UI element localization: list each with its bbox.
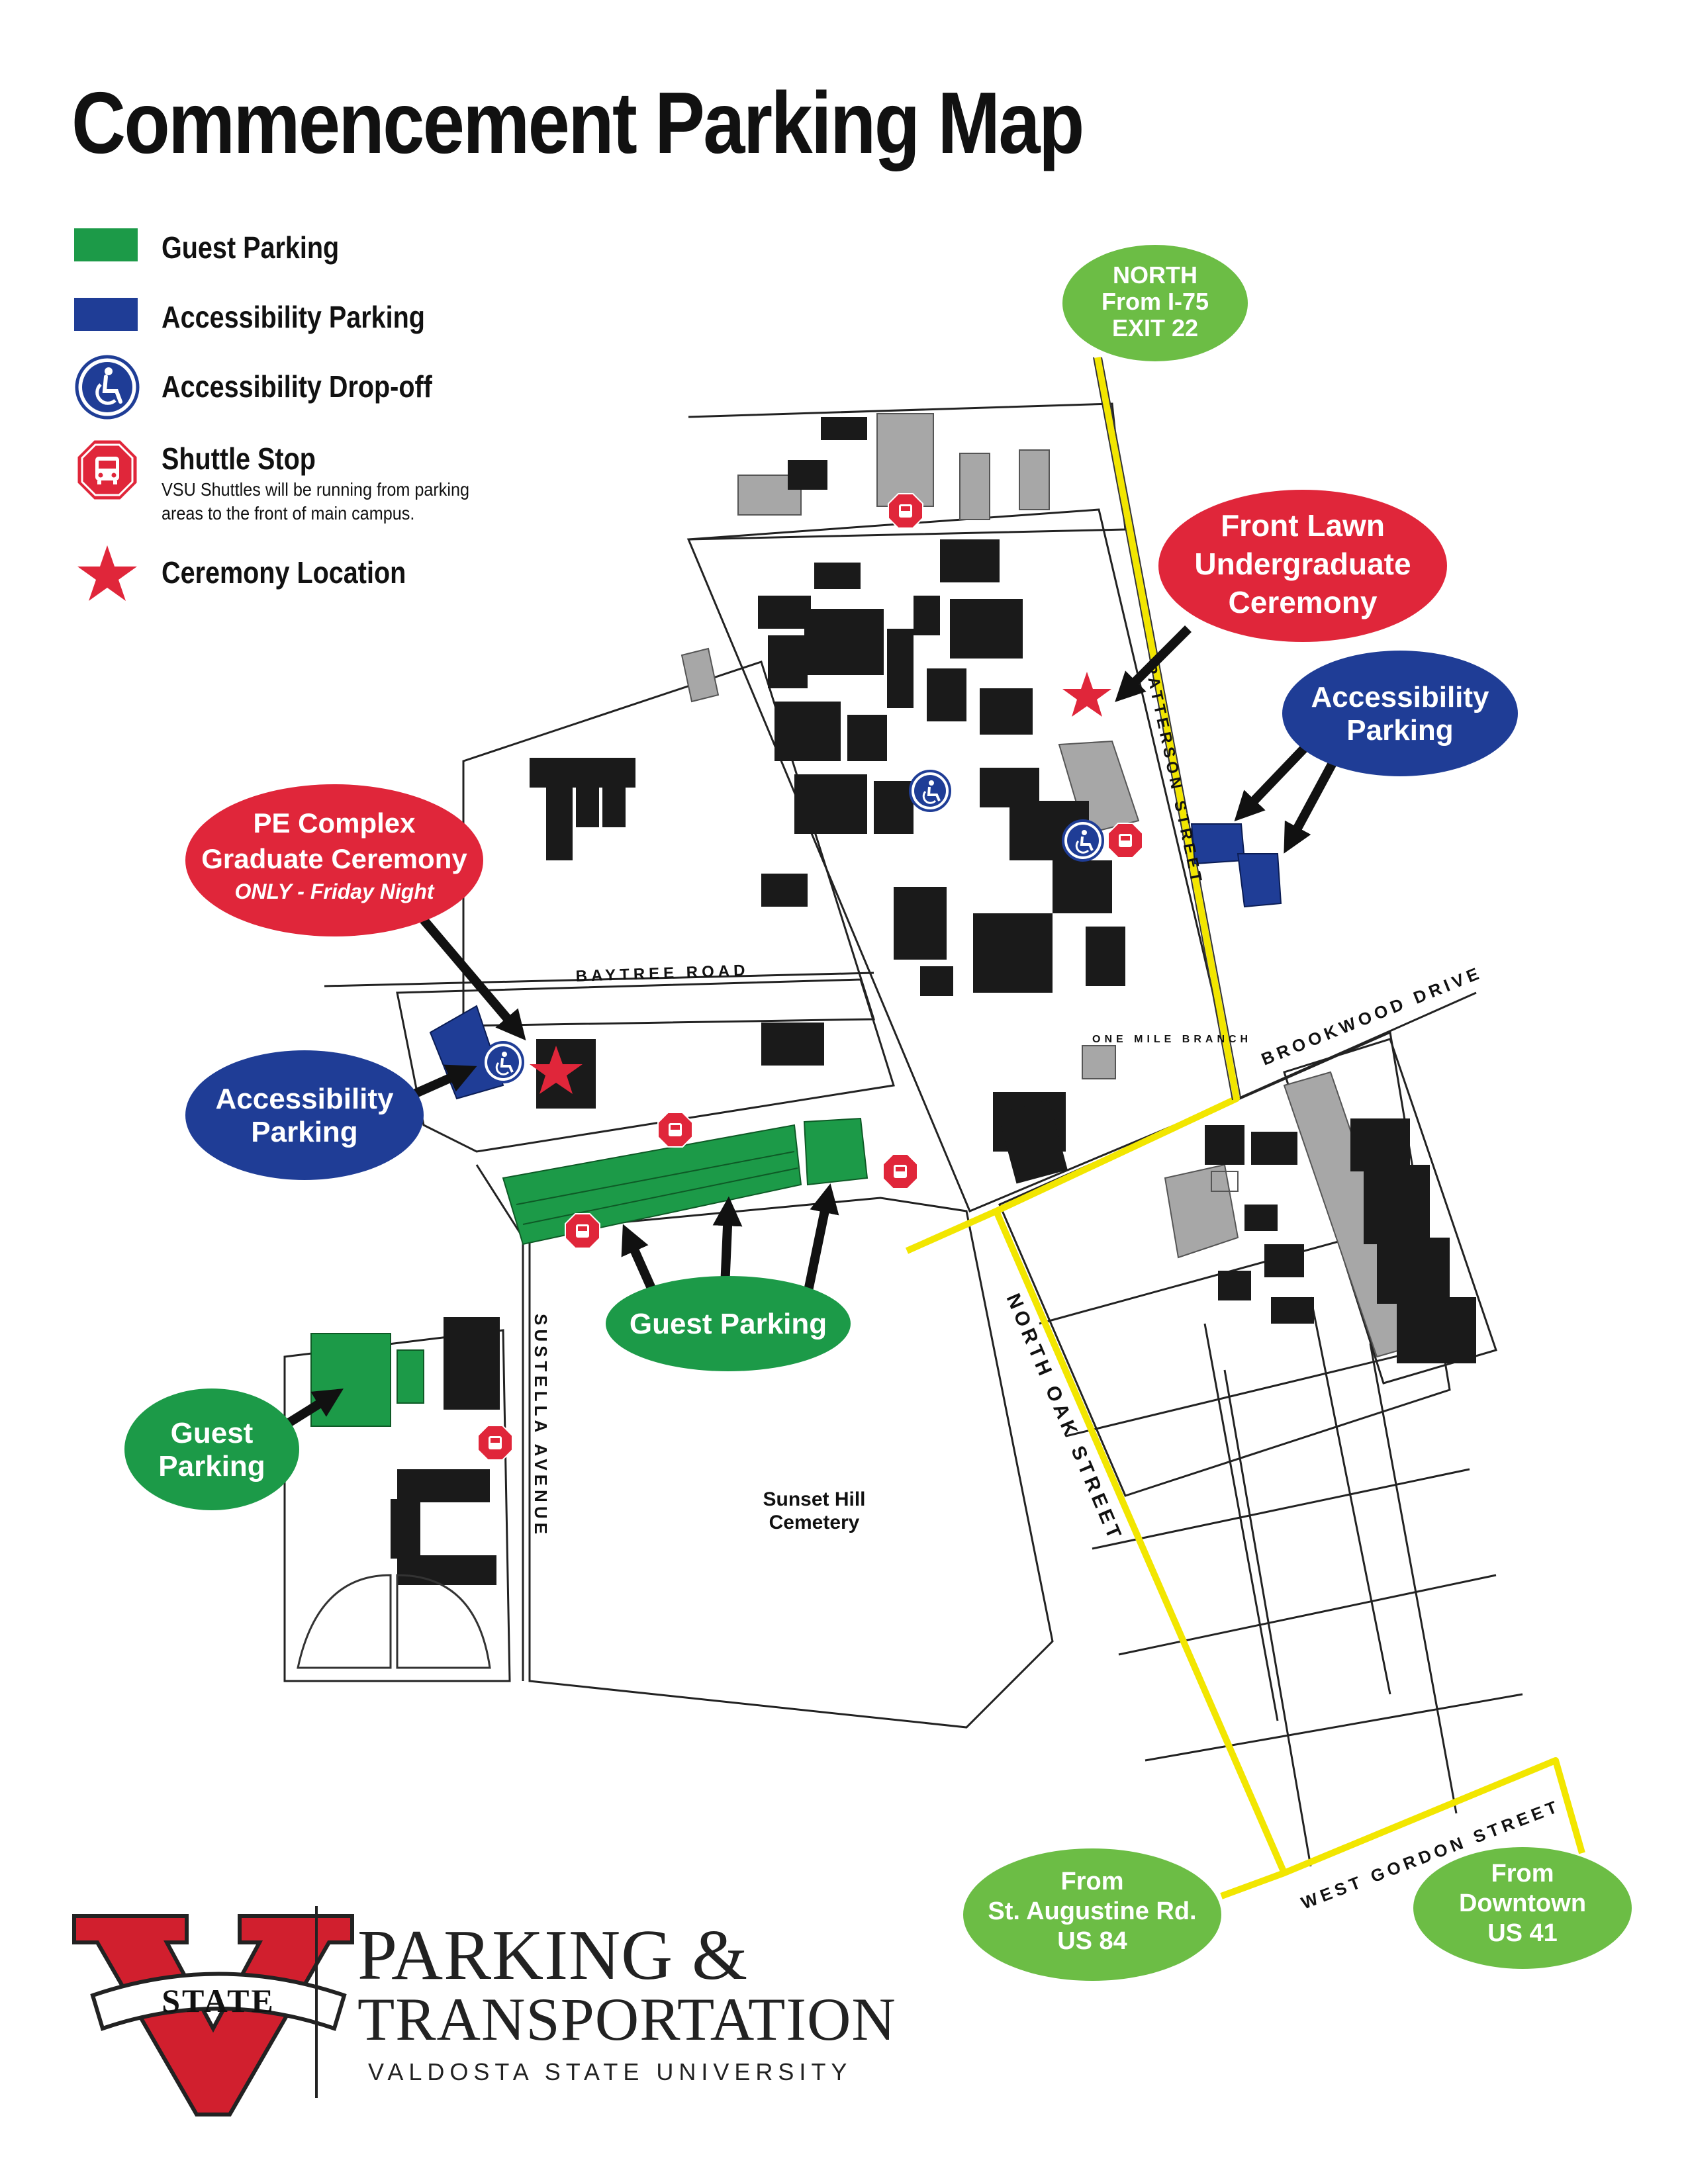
guest-lot-east	[803, 1117, 868, 1186]
shuttle-stop-icon	[888, 493, 923, 529]
accessibility-parking-swatch	[74, 298, 138, 331]
street-label-one-mile: ONE MILE BRANCH	[1092, 1034, 1252, 1045]
page-title: Commencement Parking Map	[71, 74, 1084, 171]
street-label-brookwood: BROOKWOOD DRIVE	[1258, 962, 1485, 1069]
wheelchair-icon	[1062, 819, 1104, 862]
legend-label: Accessibility Drop-off	[162, 369, 432, 404]
route-borders	[1093, 357, 1241, 1101]
street-label-baytree: BAYTREE ROAD	[575, 962, 749, 985]
svg-text:STATE: STATE	[162, 1982, 275, 2019]
svg-text:Parking: Parking	[251, 1116, 357, 1148]
parking-wordmark: PARKING &	[357, 1916, 749, 1995]
svg-text:Parking: Parking	[1346, 714, 1453, 747]
street-label-patterson: PATTERSON STREET	[1141, 662, 1205, 887]
callout-front-lawn: Front Lawn Undergraduate Ceremony	[1158, 490, 1447, 642]
east-grid-lines	[1039, 1230, 1523, 1867]
svg-text:Accessibility: Accessibility	[215, 1083, 394, 1115]
cemetery-label: Sunset Hill	[763, 1488, 865, 1510]
wheelchair-icon	[75, 355, 140, 420]
shuttle-stop-icon	[477, 1425, 513, 1461]
shuttle-stop-icon	[657, 1112, 693, 1148]
guest-lot-rows	[516, 1151, 798, 1225]
star-icon	[77, 545, 137, 601]
legend-label: Guest Parking	[162, 230, 340, 265]
cemetery-block	[528, 1197, 1054, 1729]
svg-text:Ceremony: Ceremony	[1229, 585, 1378, 619]
footer-divider	[315, 1906, 318, 2098]
guest-parking-swatch	[74, 228, 138, 261]
ceremony-star-front-lawn	[1062, 672, 1111, 717]
callout-guest-main: Guest Parking	[606, 1276, 851, 1371]
guest-lot-west-strip	[397, 1349, 424, 1404]
svg-text:Undergraduate: Undergraduate	[1194, 547, 1411, 581]
callout-accessibility-west: Accessibility Parking	[185, 1050, 424, 1180]
ceremony-star-pe-complex	[530, 1046, 583, 1094]
shuttle-stop-icon	[882, 1154, 918, 1189]
svg-text:Guest Parking: Guest Parking	[630, 1308, 827, 1340]
svg-text:EXIT 22: EXIT 22	[1112, 314, 1198, 341]
direction-st-augustine: From St. Augustine Rd. US 84	[963, 1848, 1221, 1981]
direction-north: NORTH From I-75 EXIT 22	[1062, 245, 1248, 361]
svg-text:Accessibility: Accessibility	[1311, 681, 1489, 713]
svg-text:ONLY - Friday Night: ONLY - Friday Night	[234, 880, 434, 903]
patterson-route	[905, 357, 1240, 1254]
street-label-sustella: SUSTELLA AVENUE	[531, 1314, 551, 1538]
wheelchair-icon	[482, 1041, 524, 1083]
legend-label: Accessibility Parking	[162, 300, 425, 334]
north-oak-route	[993, 1210, 1585, 1876]
legend-note: VSU Shuttles will be running from parkin…	[162, 479, 470, 523]
baytree-road	[324, 972, 874, 987]
legend-label: Shuttle Stop	[162, 441, 316, 476]
vsu-logo: STATE	[72, 1914, 354, 2116]
svg-text:Parking: Parking	[158, 1450, 265, 1482]
svg-text:From: From	[1061, 1868, 1124, 1895]
legend-label: Ceremony Location	[162, 555, 406, 590]
svg-text:US 84: US 84	[1057, 1927, 1127, 1955]
shuttle-stop-icon	[1107, 823, 1143, 858]
svg-text:Downtown: Downtown	[1459, 1889, 1586, 1917]
street-label-north-oak: NORTH OAK STREET	[1002, 1291, 1127, 1545]
svg-text:From I-75: From I-75	[1102, 288, 1209, 315]
svg-text:Front Lawn: Front Lawn	[1221, 508, 1385, 543]
svg-text:Graduate Ceremony: Graduate Ceremony	[201, 843, 467, 874]
transportation-wordmark: TRANSPORTATION	[357, 1985, 896, 2053]
shuttle-stop-icon	[75, 438, 139, 502]
university-name: VALDOSTA STATE UNIVERSITY	[368, 2058, 853, 2085]
callout-pe-complex: PE Complex Graduate Ceremony ONLY - Frid…	[185, 784, 483, 936]
access-lot-east-2	[1237, 853, 1282, 908]
direction-downtown: From Downtown US 41	[1413, 1847, 1632, 1969]
guest-parking-lots	[310, 1117, 868, 1427]
svg-text:PE Complex: PE Complex	[253, 807, 416, 839]
street-network	[283, 402, 1523, 1867]
wheelchair-icon	[909, 770, 951, 812]
shuttle-stop-icon	[565, 1213, 600, 1249]
callout-accessibility-east: Accessibility Parking	[1282, 651, 1518, 776]
svg-text:St. Augustine Rd.: St. Augustine Rd.	[988, 1897, 1196, 1925]
southwest-block	[283, 1329, 511, 1682]
east-grid	[998, 1030, 1451, 1497]
svg-text:US 41: US 41	[1487, 1919, 1558, 1947]
guest-lot-west	[310, 1333, 391, 1427]
callout-guest-west: Guest Parking	[124, 1388, 299, 1510]
highlighted-routes	[905, 357, 1585, 1899]
svg-text:From: From	[1491, 1860, 1554, 1888]
guest-lot-main	[502, 1124, 802, 1246]
campus-buildings	[391, 417, 1476, 1585]
st-augustine-route	[1220, 1870, 1286, 1899]
svg-text:Guest: Guest	[171, 1417, 254, 1449]
ballfields	[297, 1574, 491, 1669]
sustella-avenue-road	[475, 1164, 524, 1681]
cemetery-label-line2: Cemetery	[769, 1512, 860, 1533]
svg-text:NORTH: NORTH	[1113, 261, 1197, 289]
